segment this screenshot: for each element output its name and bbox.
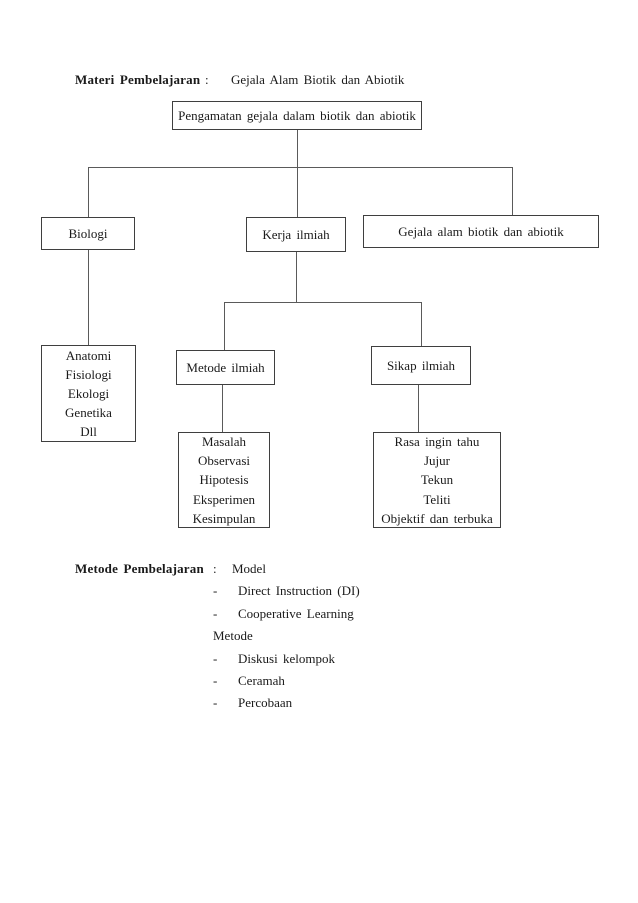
method-row-text: Percobaan: [238, 695, 293, 711]
biologi-detail-line: Dll: [80, 424, 97, 440]
method-row: Metode: [75, 628, 515, 650]
node-pengamatan: Pengamatan gejala dalam biotik dan abiot…: [172, 101, 422, 130]
method-row-marker: :: [213, 561, 217, 576]
node-biologi: Biologi: [41, 217, 135, 250]
method-row-marker: -: [213, 695, 218, 711]
sikap-detail-line: Rasa ingin tahu: [394, 434, 480, 449]
biologi-detail-line: Genetika: [65, 405, 112, 421]
materi-value: Gejala Alam Biotik dan Abiotik: [231, 72, 405, 87]
node-gejala-alam: Gejala alam biotik dan abiotik: [363, 215, 599, 248]
method-row-text: Ceramah: [238, 672, 285, 688]
method-row-marker: -: [213, 605, 218, 621]
metode-detail-line: Masalah: [201, 434, 247, 449]
connector-to-biologi: [88, 167, 89, 217]
node-metode-ilmiah: Metode ilmiah: [176, 350, 275, 385]
biologi-detail-line: Anatomi: [65, 347, 112, 363]
method-row: - Ceramah: [75, 673, 515, 695]
metode-detail-line: Eksperimen: [192, 491, 256, 507]
metode-detail-line: Kesimpulan: [192, 510, 256, 526]
method-row-marker: -: [213, 672, 218, 688]
method-row: - Diskusi kelompok: [75, 651, 515, 673]
node-sikap-ilmiah-detail: Rasa ingin tahu Jujur Tekun Teliti Objek…: [373, 432, 501, 528]
metode-pembelajaran-label: Metode Pembelajaran: [75, 561, 204, 576]
metode-detail-line: Observasi: [198, 453, 250, 469]
method-row-text: Diskusi kelompok: [238, 650, 335, 666]
node-kerja-ilmiah: Kerja ilmiah: [246, 217, 346, 252]
node-metode-ilmiah-label: Metode ilmiah: [186, 359, 265, 375]
method-row: - Direct Instruction (DI): [75, 583, 515, 605]
connector-biologi-to-anatomi: [88, 250, 89, 345]
metode-pembelajaran-section: Metode Pembelajaran : Model - Direct Ins…: [75, 561, 515, 718]
sikap-detail-line: Teliti: [423, 491, 451, 507]
method-row: - Cooperative Learning: [75, 606, 515, 628]
materi-pembelajaran-heading: Materi Pembelajaran : Gejala Alam Biotik…: [75, 72, 595, 90]
method-row-marker: -: [213, 583, 218, 599]
node-sikap-ilmiah: Sikap ilmiah: [371, 346, 471, 385]
method-row-text: Direct Instruction (DI): [238, 583, 360, 599]
connector-to-metode-ilmiah: [224, 302, 225, 350]
node-biologi-label: Biologi: [68, 225, 108, 241]
sikap-detail-line: Jujur: [424, 453, 450, 469]
connector-metode-to-masalah: [222, 385, 223, 432]
node-sikap-ilmiah-label: Sikap ilmiah: [386, 357, 456, 373]
biologi-detail-line: Ekologi: [67, 385, 110, 401]
connector-level2-horizontal: [224, 302, 422, 303]
connector-root-vertical: [297, 130, 298, 217]
biologi-detail-line: Fisiologi: [65, 366, 112, 382]
connector-sikap-to-rasa: [418, 385, 419, 432]
method-row: Metode Pembelajaran : Model: [75, 561, 515, 583]
node-pengamatan-label: Pengamatan gejala dalam biotik dan abiot…: [178, 107, 416, 123]
sikap-detail-line: Objektif dan terbuka: [381, 510, 493, 526]
connector-level1-horizontal: [88, 167, 513, 168]
method-row-text: Model: [232, 561, 266, 576]
metode-detail-line: Hipotesis: [199, 472, 249, 488]
sikap-detail-line: Tekun: [420, 472, 454, 488]
node-kerja-ilmiah-label: Kerja ilmiah: [262, 226, 330, 242]
node-metode-ilmiah-detail: Masalah Observasi Hipotesis Eksperimen K…: [178, 432, 270, 528]
method-row: - Percobaan: [75, 695, 515, 717]
method-row-marker: -: [213, 650, 218, 666]
method-row-text: Metode: [213, 628, 253, 644]
connector-to-gejala: [512, 167, 513, 215]
materi-label: Materi Pembelajaran: [75, 72, 201, 87]
materi-separator: :: [205, 72, 209, 87]
node-gejala-alam-label: Gejala alam biotik dan abiotik: [398, 223, 564, 239]
connector-kerja-vertical: [296, 252, 297, 302]
node-biologi-detail: Anatomi Fisiologi Ekologi Genetika Dll: [41, 345, 136, 442]
connector-to-sikap-ilmiah: [421, 302, 422, 346]
method-row-text: Cooperative Learning: [238, 605, 354, 621]
